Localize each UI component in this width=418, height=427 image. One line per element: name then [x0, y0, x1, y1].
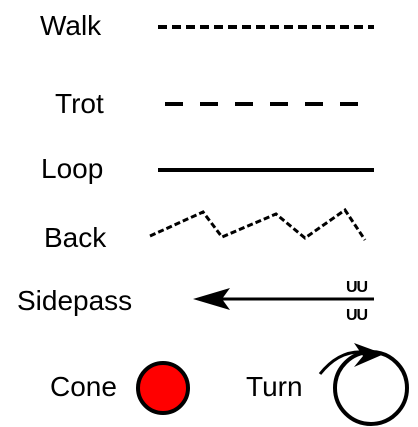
sidepass-hoof-mark-bottom: UU: [346, 307, 368, 324]
turn-circle-icon: [333, 350, 409, 426]
turn-label: Turn: [246, 371, 303, 402]
legend-row-loop: Loop: [41, 153, 374, 184]
legend-row-sidepass: Sidepass UU UU: [17, 279, 374, 324]
turn-arrow-head-icon: [354, 343, 384, 367]
legend-row-cone: Cone: [50, 361, 190, 415]
back-label: Back: [44, 222, 107, 253]
cone-circle-icon: [136, 361, 190, 415]
walk-label: Walk: [40, 10, 102, 41]
sidepass-hoof-mark-top: UU: [346, 279, 368, 296]
trot-label: Trot: [55, 88, 104, 119]
loop-label: Loop: [41, 153, 103, 184]
legend-row-back: Back: [44, 207, 367, 253]
cone-label: Cone: [50, 371, 117, 402]
sidepass-arrow-left-icon: [193, 288, 230, 310]
sidepass-label: Sidepass: [17, 285, 132, 316]
back-zigzag-sample: [149, 207, 367, 241]
legend-row-walk: Walk: [40, 10, 374, 41]
legend-row-turn: Turn: [246, 343, 409, 426]
turn-arrow-tail: [318, 350, 365, 375]
legend-row-trot: Trot: [55, 88, 374, 119]
